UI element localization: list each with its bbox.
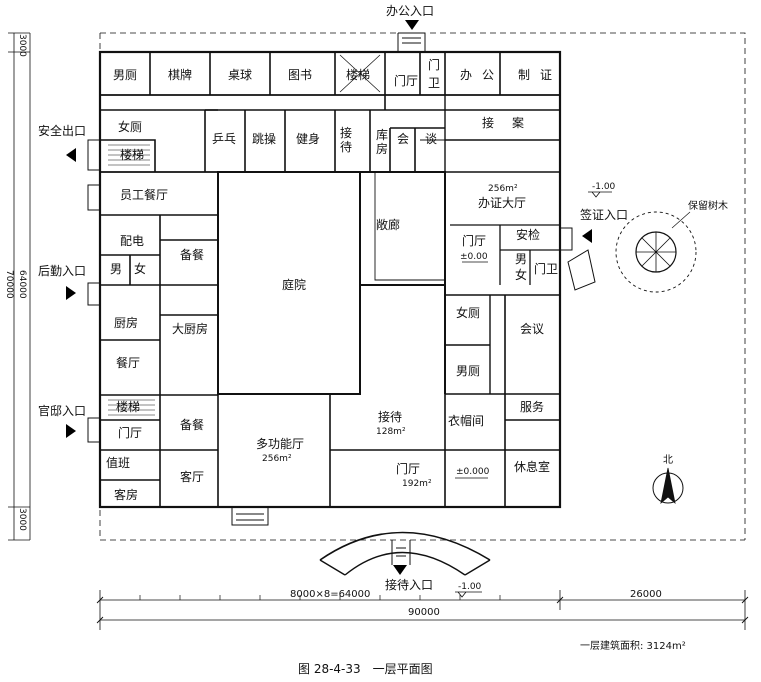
room-lobby-mid-level: ±0.00 <box>460 252 488 262</box>
room-male-small-2: 男 <box>515 252 528 266</box>
room-case-1: 接 <box>482 116 495 130</box>
logistics-entrance-arrow <box>66 286 76 300</box>
room-lobby-bottom-area: 192m² <box>402 479 432 489</box>
room-power: 配电 <box>120 234 145 248</box>
room-pantry-low: 备餐 <box>180 418 205 432</box>
courtyard-right <box>360 171 446 394</box>
room-case-2: 案 <box>512 116 525 130</box>
room-guard-top-2: 卫 <box>428 76 441 90</box>
room-storage-1: 库 <box>376 128 389 142</box>
room-visa-hall: 办证大厅 <box>478 196 527 210</box>
room-staff-canteen: 员工餐厅 <box>120 188 169 202</box>
room-office-1: 办 <box>460 68 473 82</box>
room-mens-wc-top: 男厕 <box>113 68 138 82</box>
room-lobby-mid: 门厅 <box>462 234 487 248</box>
room-service: 服务 <box>520 400 545 414</box>
reception-entrance-arrow <box>393 565 407 575</box>
dim-left <box>8 32 30 541</box>
logistics-entrance-label: 后勤入口 <box>38 264 87 278</box>
room-pingpong: 乒乓 <box>212 132 237 146</box>
reception-arc-outer <box>319 531 491 561</box>
room-lounge: 休息室 <box>514 460 551 474</box>
dim-left-mid: 64000 <box>17 270 27 299</box>
room-billiards: 桌球 <box>228 68 253 82</box>
room-reception-area: 128m² <box>376 427 406 437</box>
room-pantry-top: 备餐 <box>180 248 205 262</box>
room-female-small: 女 <box>134 262 147 276</box>
room-reception-hall: 接待 <box>378 410 403 424</box>
room-lobby-bottom: 门厅 <box>396 462 421 476</box>
dim-left-total: 70000 <box>4 270 14 299</box>
room-lobby-top: 门厅 <box>394 74 419 88</box>
room-guest-hall: 客厅 <box>180 470 205 484</box>
room-dining: 餐厅 <box>116 356 141 370</box>
dim-bottom-bays: 8000×8=64000 <box>290 589 371 600</box>
courtyard-outline <box>217 171 361 395</box>
room-stair-low: 楼梯 <box>116 400 141 414</box>
reception-entrance-label: 接待入口 <box>385 578 434 592</box>
room-duty: 值班 <box>106 456 131 470</box>
office-entrance-arrow <box>405 20 419 30</box>
level-visa: -1.00 <box>592 182 616 192</box>
office-entrance-label: 办公入口 <box>386 4 435 18</box>
room-lobby-low: 门厅 <box>118 426 143 440</box>
room-male-small: 男 <box>110 262 123 276</box>
visa-entrance-arrow <box>582 229 592 243</box>
reception-arc-inner <box>344 551 466 576</box>
room-womens-wc-top: 女厕 <box>118 120 143 134</box>
room-guard-top-1: 门 <box>428 58 441 72</box>
room-permit-1: 制 <box>518 68 531 82</box>
room-courtyard: 庭院 <box>282 278 307 292</box>
room-cloakroom: 衣帽间 <box>448 414 485 428</box>
safety-exit-label: 安全出口 <box>38 124 87 138</box>
dim-bottom-total: 90000 <box>408 607 440 618</box>
room-reception-small: 接待 <box>340 126 353 154</box>
room-stair-top: 楼梯 <box>346 68 371 82</box>
room-womens-wc-mid: 女厕 <box>456 306 481 320</box>
room-mens-wc-mid: 男厕 <box>456 364 481 378</box>
visa-entrance-label: 签证入口 <box>580 208 629 222</box>
room-big-kitchen: 大厨房 <box>172 322 209 336</box>
preserved-tree-canopy <box>615 211 697 293</box>
room-guard-right: 门卫 <box>534 262 559 276</box>
area-note: 一层建筑面积: 3124m² <box>580 641 686 652</box>
room-corridor: 敞廊 <box>376 218 401 232</box>
site-boundary <box>100 32 746 541</box>
residence-entrance-label: 官邸入口 <box>38 404 87 418</box>
room-dance: 跳操 <box>252 132 277 146</box>
room-guest-room: 客房 <box>114 488 139 502</box>
room-multi-area: 256m² <box>262 454 292 464</box>
residence-entrance-arrow <box>66 424 76 438</box>
safety-exit-arrow <box>66 148 76 162</box>
room-meeting-2: 谈 <box>425 132 438 146</box>
room-storage-2: 房 <box>376 142 389 156</box>
tree-label: 保留树木 <box>688 201 728 212</box>
room-meeting-1: 会 <box>397 132 410 146</box>
room-gym: 健身 <box>296 132 321 146</box>
office-entrance-steps <box>397 32 426 52</box>
north-label: 北 <box>663 455 673 466</box>
room-chess: 棋牌 <box>168 68 193 82</box>
dim-left-bottom: 3000 <box>17 508 27 531</box>
room-multi-hall: 多功能厅 <box>256 437 305 451</box>
room-permit-2: 证 <box>540 68 553 82</box>
room-female-small-2: 女 <box>515 268 528 282</box>
dim-left-top: 3000 <box>17 34 27 57</box>
room-meeting-room: 会议 <box>520 322 545 336</box>
room-office-2: 公 <box>482 68 495 82</box>
figure-caption: 图 28-4-33 一层平面图 <box>298 662 433 676</box>
room-lobby-bottom-level: ±0.000 <box>456 467 490 477</box>
room-library: 图书 <box>288 68 313 82</box>
level-reception: -1.00 <box>458 582 482 592</box>
room-kitchen: 厨房 <box>114 316 139 330</box>
dim-bottom-right: 26000 <box>630 589 662 600</box>
room-stair-left: 楼梯 <box>120 148 145 162</box>
room-hall-area: 256m² <box>488 184 518 194</box>
room-security: 安检 <box>516 228 541 242</box>
